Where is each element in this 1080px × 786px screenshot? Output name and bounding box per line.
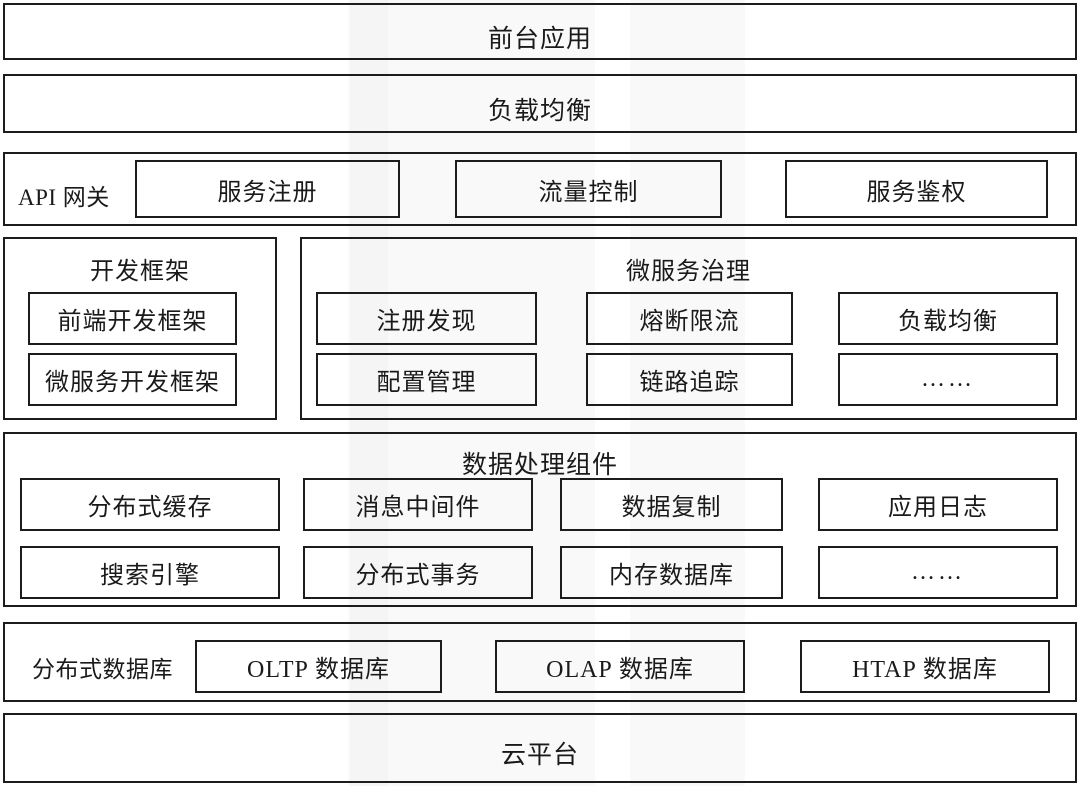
box-distributed-cache[interactable]: 分布式缓存 (20, 478, 280, 531)
box-circuit-breaking-rate-limiting[interactable]: 熔断限流 (586, 292, 793, 345)
panel-microservice-governance[interactable]: 微服务治理 (300, 237, 1077, 420)
box-oltp-database[interactable]: OLTP 数据库 (195, 640, 442, 693)
layer-distributed-database-label: 分布式数据库 (32, 657, 173, 682)
layer-api-gateway-label: API 网关 (18, 185, 110, 210)
box-data-replication[interactable]: 数据复制 (560, 478, 783, 531)
box-more-governance[interactable]: …… (838, 353, 1058, 406)
box-load-balancing[interactable]: 负载均衡 (838, 292, 1058, 345)
box-link-tracing[interactable]: 链路追踪 (586, 353, 793, 406)
layer-data-processing-components-title: 数据处理组件 (461, 452, 618, 479)
panel-development-framework-title: 开发框架 (90, 259, 190, 285)
layer-frontend-application-title: 前台应用 (487, 26, 592, 53)
layer-load-balancing[interactable]: 负载均衡 (3, 74, 1077, 133)
box-htap-database[interactable]: HTAP 数据库 (800, 640, 1050, 693)
box-service-authentication[interactable]: 服务鉴权 (785, 160, 1048, 218)
box-olap-database[interactable]: OLAP 数据库 (495, 640, 745, 693)
box-message-middleware[interactable]: 消息中间件 (303, 478, 533, 531)
box-search-engine[interactable]: 搜索引擎 (20, 546, 280, 599)
layer-cloud-platform[interactable]: 云平台 (3, 713, 1077, 783)
box-application-log[interactable]: 应用日志 (818, 478, 1058, 531)
layer-distributed-database[interactable]: 分布式数据库 (3, 622, 1077, 702)
box-service-registration[interactable]: 服务注册 (135, 160, 400, 218)
panel-microservice-governance-title: 微服务治理 (626, 259, 751, 285)
panel-development-framework[interactable]: 开发框架 (3, 237, 277, 420)
box-traffic-control[interactable]: 流量控制 (455, 160, 722, 218)
box-registration-discovery[interactable]: 注册发现 (316, 292, 537, 345)
layer-load-balancing-title: 负载均衡 (487, 98, 592, 125)
box-more-data-components[interactable]: …… (818, 546, 1058, 599)
box-frontend-development-framework[interactable]: 前端开发框架 (28, 292, 237, 345)
box-in-memory-database[interactable]: 内存数据库 (560, 546, 783, 599)
box-distributed-transaction[interactable]: 分布式事务 (303, 546, 533, 599)
box-microservice-development-framework[interactable]: 微服务开发框架 (28, 353, 237, 406)
layer-data-processing-components[interactable]: 数据处理组件 (3, 432, 1077, 607)
box-configuration-management[interactable]: 配置管理 (316, 353, 537, 406)
layer-cloud-platform-title: 云平台 (500, 742, 579, 769)
layer-api-gateway[interactable]: API 网关 (3, 152, 1077, 226)
layer-frontend-application[interactable]: 前台应用 (3, 3, 1077, 60)
